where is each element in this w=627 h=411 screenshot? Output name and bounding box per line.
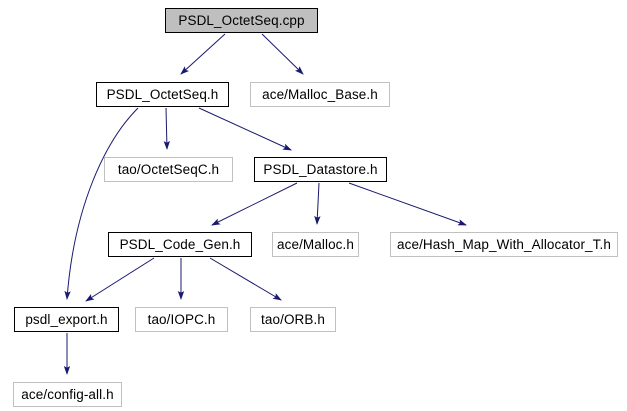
node-label: ace/Malloc_Base.h xyxy=(262,86,378,102)
node-label: PSDL_OctetSeq.h xyxy=(106,86,219,102)
edge-psdl-datastore-h-to-psdl-code-gen-h xyxy=(211,182,298,226)
node-label: tao/IOPC.h xyxy=(147,311,216,327)
node-ace-config-all-h[interactable]: ace/config-all.h xyxy=(13,382,122,407)
edge-psdl-datastore-h-to-ace-malloc-h xyxy=(314,182,321,225)
edge-psdl-octetseq-h-to-tao-octetseqc-h xyxy=(163,107,171,150)
edge-psdl-code-gen-h-to-tao-orb-h xyxy=(209,257,282,301)
node-psdl-datastore-h[interactable]: PSDL_Datastore.h xyxy=(254,157,387,182)
node-ace-malloc-h[interactable]: ace/Malloc.h xyxy=(272,232,359,257)
node-ace-malloc-base-h[interactable]: ace/Malloc_Base.h xyxy=(250,82,390,107)
edge-psdl-octetseq-cpp-to-ace-malloc-base-h xyxy=(261,33,304,75)
node-label: PSDL_Code_Gen.h xyxy=(119,236,241,252)
node-psdl-export-h[interactable]: psdl_export.h xyxy=(14,307,119,332)
node-label: PSDL_OctetSeq.cpp xyxy=(178,12,305,28)
node-label: tao/ORB.h xyxy=(261,311,325,327)
edge-psdl-octetseq-h-to-psdl-datastore-h xyxy=(198,107,292,151)
node-label: ace/Malloc.h xyxy=(277,236,354,252)
node-label: ace/config-all.h xyxy=(21,386,114,402)
edge-psdl-octetseq-h-to-psdl-export-h xyxy=(64,107,139,300)
edge-psdl-datastore-h-to-ace-hash-map-h xyxy=(348,182,467,226)
node-ace-hash-map-with-allocator-t-h[interactable]: ace/Hash_Map_With_Allocator_T.h xyxy=(390,232,618,257)
node-tao-orb-h[interactable]: tao/ORB.h xyxy=(250,307,336,332)
node-tao-octetseqc-h[interactable]: tao/OctetSeqC.h xyxy=(104,157,233,182)
node-label: PSDL_Datastore.h xyxy=(263,161,378,177)
node-label: tao/OctetSeqC.h xyxy=(117,161,220,177)
edge-psdl-octetseq-cpp-to-psdl-octetseq-h xyxy=(180,33,226,75)
node-label: ace/Hash_Map_With_Allocator_T.h xyxy=(397,236,611,252)
node-psdl-code-gen-h[interactable]: PSDL_Code_Gen.h xyxy=(108,232,252,257)
node-psdl-octetseq-cpp[interactable]: PSDL_OctetSeq.cpp xyxy=(165,8,318,33)
node-psdl-octetseq-h[interactable]: PSDL_OctetSeq.h xyxy=(96,82,229,107)
edge-psdl-code-gen-h-to-psdl-export-h xyxy=(85,257,155,302)
node-label: psdl_export.h xyxy=(25,311,108,327)
node-tao-iopc-h[interactable]: tao/IOPC.h xyxy=(135,307,228,332)
